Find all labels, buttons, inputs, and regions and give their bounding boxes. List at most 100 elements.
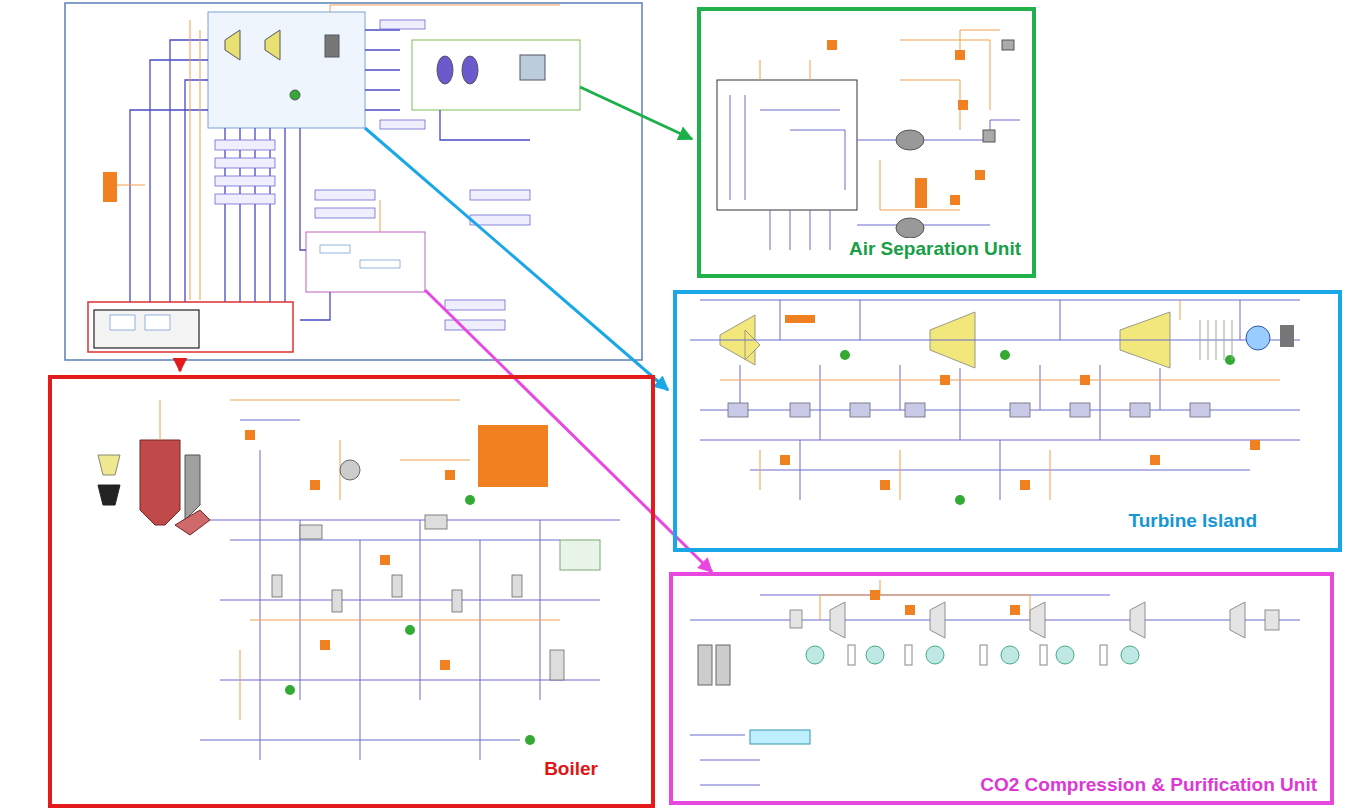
- overview-model: [103, 172, 117, 202]
- cpu-schematic: [820, 580, 1030, 620]
- cpu-schematic: [698, 645, 712, 685]
- boiler-schematic: [560, 540, 600, 570]
- asu-schematic: [920, 120, 990, 140]
- asu-schematic: [830, 210, 831, 250]
- overview-model: [200, 30, 201, 300]
- boiler-schematic: [175, 510, 210, 535]
- cpu-schematic: [870, 590, 1020, 615]
- overview-model: [300, 128, 306, 250]
- boiler-schematic: [220, 680, 600, 681]
- boiler-schematic: [550, 650, 564, 680]
- overview-model: [365, 29, 400, 30]
- boiler-schematic: [480, 540, 481, 760]
- overview-model: [320, 245, 350, 253]
- turbine-schematic: [720, 380, 1280, 381]
- boiler-schematic: [300, 525, 322, 539]
- cpu-schematic: [1040, 645, 1047, 665]
- turbine-schematic: [1250, 440, 1260, 450]
- unit-label: Air Separation Unit: [846, 238, 1024, 260]
- cpu-schematic: [700, 760, 760, 761]
- turbine-schematic: [820, 365, 821, 440]
- overview-model: [380, 200, 381, 232]
- turbine-schematic: [745, 330, 760, 360]
- cpu-schematic: [700, 785, 760, 786]
- pointer-arrow: [425, 290, 712, 572]
- asu-schematic: [920, 225, 990, 226]
- cpu-schematic: [750, 730, 810, 744]
- overview-model: [365, 89, 400, 90]
- overview-model: [117, 5, 560, 300]
- cpu-schematic: [866, 646, 884, 664]
- boiler-schematic: [310, 480, 320, 490]
- boiler-schematic: [380, 555, 390, 565]
- boiler-schematic: [230, 540, 560, 541]
- overview-model: [145, 315, 170, 330]
- turbine-schematic: [1280, 325, 1294, 347]
- turbine-schematic: [780, 315, 1260, 490]
- cpu-schematic: [1056, 646, 1074, 664]
- boiler-schematic: [332, 590, 342, 612]
- overview-model: [215, 158, 275, 168]
- turbine-schematic: [1160, 368, 1161, 410]
- cpu-schematic: [1121, 646, 1139, 664]
- turbine-schematic: [690, 300, 1300, 500]
- boiler-schematic: [240, 650, 241, 720]
- overview-model: [440, 110, 530, 140]
- cpu-schematic: [716, 645, 730, 685]
- asu-schematic: [1002, 40, 1014, 50]
- overview-model: [225, 30, 545, 100]
- overview-model: [290, 90, 300, 100]
- overview-model: [88, 302, 293, 352]
- turbine-schematic: [800, 440, 801, 500]
- boiler-schematic: [220, 600, 600, 601]
- overview-model: [150, 60, 208, 302]
- cpu-schematic: [1265, 610, 1279, 630]
- asu-schematic: [790, 130, 845, 190]
- asu-schematic: [983, 130, 995, 142]
- boiler-schematic: [200, 740, 520, 741]
- boiler-schematic: [400, 460, 470, 461]
- boiler-schematic: [160, 400, 560, 720]
- turbine-schematic: [840, 350, 850, 360]
- boiler-schematic: [240, 420, 300, 421]
- asu-schematic: [900, 80, 960, 130]
- asu-schematic: [857, 140, 900, 141]
- asu-schematic: [896, 130, 924, 150]
- overview-model: [284, 128, 285, 302]
- overview-model: [170, 40, 208, 302]
- boiler-schematic: [185, 455, 200, 520]
- boiler-schematic: [272, 515, 564, 680]
- turbine-schematic: [780, 455, 790, 465]
- overview-model: [325, 35, 339, 57]
- asu-schematic: [896, 218, 924, 238]
- boiler-schematic: [285, 685, 295, 695]
- turbine-schematic: [1000, 440, 1001, 500]
- asu-schematic: [770, 210, 771, 250]
- overview-model: [65, 3, 642, 360]
- overview-model: [412, 40, 580, 110]
- overview-model: [445, 320, 505, 330]
- turbine-schematic: [960, 368, 961, 440]
- turbine-schematic: [1225, 355, 1235, 365]
- cpu-schematic: [690, 595, 1300, 785]
- overview-model: [110, 245, 400, 330]
- asu-schematic: [975, 170, 985, 180]
- overview-model: [315, 190, 375, 200]
- asu-schematic: [730, 95, 731, 200]
- unit-label: CO2 Compression & Purification Unit: [977, 774, 1320, 796]
- boiler-schematic: [425, 515, 447, 529]
- cpu-schematic: [1010, 605, 1020, 615]
- boiler-schematic: [260, 450, 261, 760]
- cpu-schematic: [930, 602, 945, 638]
- cpu-schematic: [790, 610, 802, 628]
- turbine-schematic: [1070, 403, 1090, 417]
- overview-model: [315, 208, 375, 218]
- boiler-schematic: [285, 495, 535, 745]
- cpu-schematic: [848, 645, 855, 665]
- turbine-schematic: [905, 403, 925, 417]
- overview-model: [520, 55, 545, 80]
- cpu-schematic: [690, 580, 1300, 785]
- turbine-schematic: [1050, 450, 1051, 500]
- overview-model: [380, 20, 425, 29]
